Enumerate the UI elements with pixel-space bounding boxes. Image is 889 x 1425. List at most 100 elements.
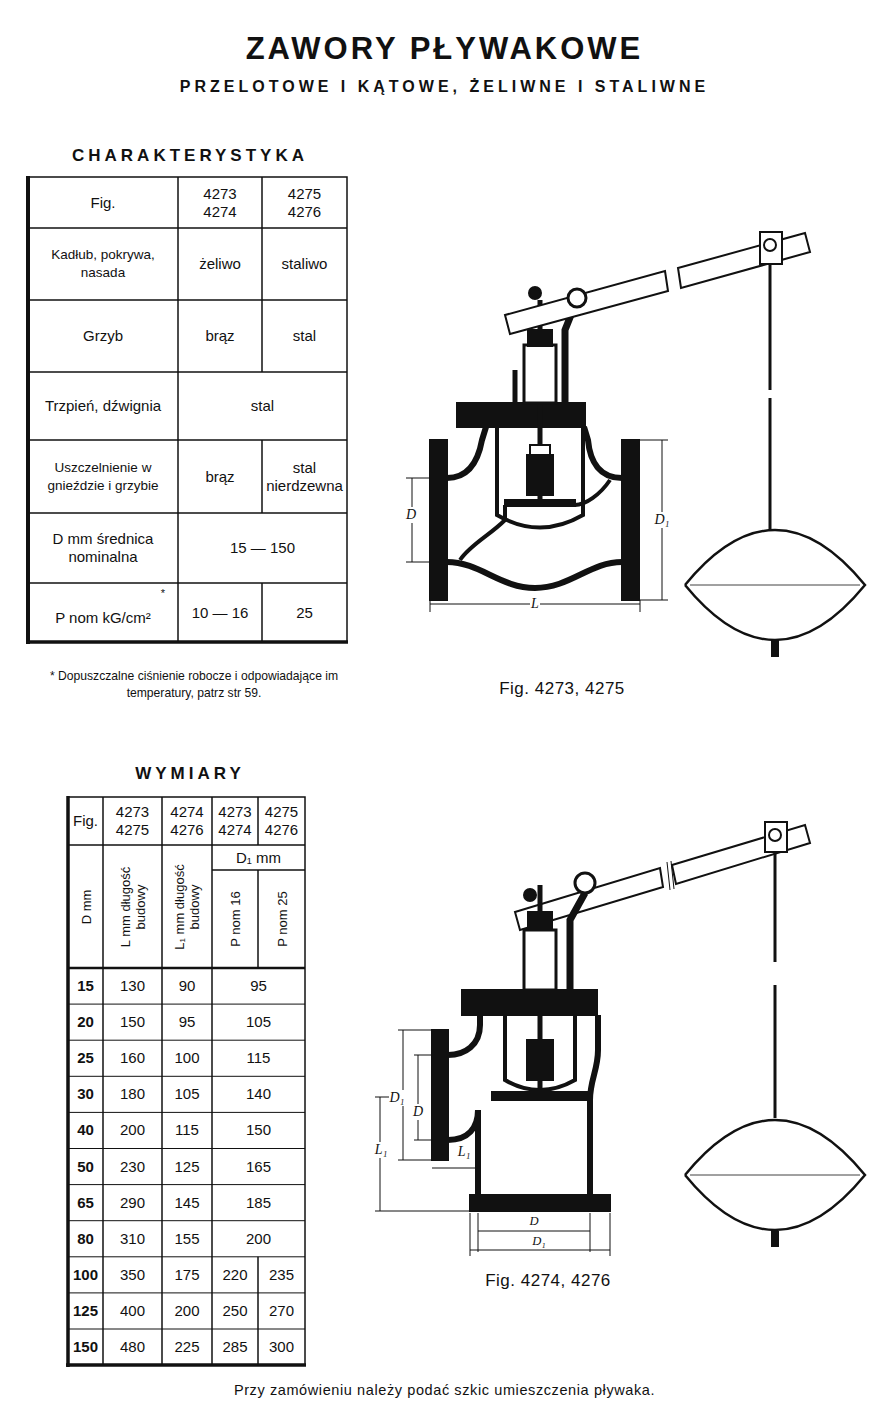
printed-text: 235 (269, 1266, 294, 1284)
printed-text: 145 (174, 1194, 199, 1212)
valve-angle (528, 912, 552, 930)
table-grid (26, 640, 348, 644)
valve-angle (515, 868, 663, 930)
printed-text: 155 (174, 1230, 199, 1248)
printed-text: 10 — 16 (192, 604, 249, 622)
text-box: 105 (162, 1076, 212, 1112)
printed-text: D mm średnica nominalna (48, 530, 158, 566)
text-box: Fig. (68, 797, 103, 845)
text-box: 15 — 150 (178, 513, 347, 583)
printed-text: WYMIARY (135, 764, 245, 784)
printed-text: 200 (120, 1121, 145, 1139)
text-box: * (150, 586, 176, 600)
valve-angle (432, 1030, 448, 1160)
valve-angle (462, 1005, 597, 1015)
text-box: 200 (162, 1293, 212, 1329)
valve-angle (769, 829, 781, 841)
printed-text: 40 (77, 1121, 94, 1139)
dimension-line (478, 1213, 479, 1252)
dimension-line (639, 440, 668, 441)
text-box: D (525, 1213, 543, 1229)
text-box: 200 (103, 1112, 162, 1148)
printed-text: brąz (205, 327, 234, 345)
text-box: 50 (68, 1149, 103, 1185)
text-box: 90 (162, 968, 212, 1004)
printed-text: 125 (73, 1302, 98, 1320)
printed-text: P nom 25 (274, 873, 289, 965)
printed-text: 65 (77, 1194, 94, 1212)
table-grid (161, 797, 163, 1365)
text-box: 25 (68, 1040, 103, 1076)
text-box: L₁ mm długość budowy (162, 845, 212, 968)
valve-straight (457, 403, 585, 415)
printed-text: 300 (269, 1338, 294, 1356)
printed-text: Fig. 4273, 4275 (499, 679, 625, 699)
printed-text: 100 (73, 1266, 98, 1284)
table-grid (66, 796, 306, 1367)
dimension-line (375, 1030, 610, 1256)
printed-text: Przy zamówieniu należy podać szkic umies… (234, 1382, 655, 1398)
text-box: 150 (103, 1004, 162, 1040)
table-grid (261, 177, 263, 372)
printed-text: 80 (77, 1230, 94, 1248)
printed-text: 105 (174, 1085, 199, 1103)
printed-text: 400 (120, 1302, 145, 1320)
text-box: 125 (68, 1293, 103, 1329)
dimension-line (398, 1030, 432, 1031)
printed-text: 140 (246, 1085, 271, 1103)
valve-straight (447, 427, 486, 478)
text-box: 80 (68, 1221, 103, 1257)
table-grid (26, 176, 348, 644)
valve-straight (764, 239, 776, 251)
text-box: 350 (103, 1257, 162, 1293)
dimension-line (414, 1055, 432, 1056)
text-box: Przy zamówieniu należy podać szkic umies… (0, 1377, 889, 1403)
printed-text: 50 (77, 1158, 94, 1176)
text-box: 4273 4275 (103, 797, 162, 845)
printed-text: 4275 4276 (260, 803, 304, 839)
text-box: L mm długość budowy (103, 845, 162, 968)
table-grid (68, 1220, 305, 1221)
printed-text: 105 (246, 1013, 271, 1031)
printed-text: Fig. (90, 194, 115, 212)
printed-text: Grzyb (83, 327, 123, 345)
dimension-line (406, 440, 668, 612)
printed-text: CHARAKTERYSTYKA (72, 146, 308, 166)
text-box: P nom 25 (258, 870, 305, 968)
dimension-line (375, 1211, 470, 1212)
text-box: 230 (103, 1149, 162, 1185)
printed-text: D₁ (531, 1233, 546, 1249)
text-box: L (526, 595, 544, 613)
valve-angle (524, 930, 556, 990)
table-grid (257, 870, 259, 968)
valve-straight (527, 455, 553, 495)
text-box: 140 (212, 1076, 305, 1112)
printed-text: 185 (246, 1194, 271, 1212)
printed-text: 350 (120, 1266, 145, 1284)
table-grid (68, 1040, 305, 1041)
text-box: 225 (162, 1329, 212, 1365)
text-box: 155 (162, 1221, 212, 1257)
text-box: Fig. 4274, 4276 (438, 1268, 658, 1294)
text-box: stal (262, 300, 347, 372)
text-box: 160 (103, 1040, 162, 1076)
valve-straight (772, 640, 778, 656)
valve-straight (524, 345, 556, 403)
valve-angle (590, 1015, 598, 1195)
text-box: 4274 4276 (162, 797, 212, 845)
text-box: P nom 16 (212, 870, 258, 968)
printed-text: 165 (246, 1158, 271, 1176)
valve-straight (769, 264, 772, 390)
printed-text: 4275 4276 (280, 185, 330, 221)
table-grid (177, 177, 179, 642)
valve-straight (430, 232, 865, 656)
text-box: D (401, 506, 421, 524)
text-box: P nom kG/cm² (28, 598, 178, 638)
text-box: L₁ (370, 1141, 392, 1159)
valve-angle (765, 822, 787, 852)
printed-text: 225 (174, 1338, 199, 1356)
printed-text: 15 — 150 (230, 539, 295, 557)
printed-text: 230 (120, 1158, 145, 1176)
printed-text: 25 (77, 1049, 94, 1067)
text-box: Grzyb (28, 300, 178, 372)
